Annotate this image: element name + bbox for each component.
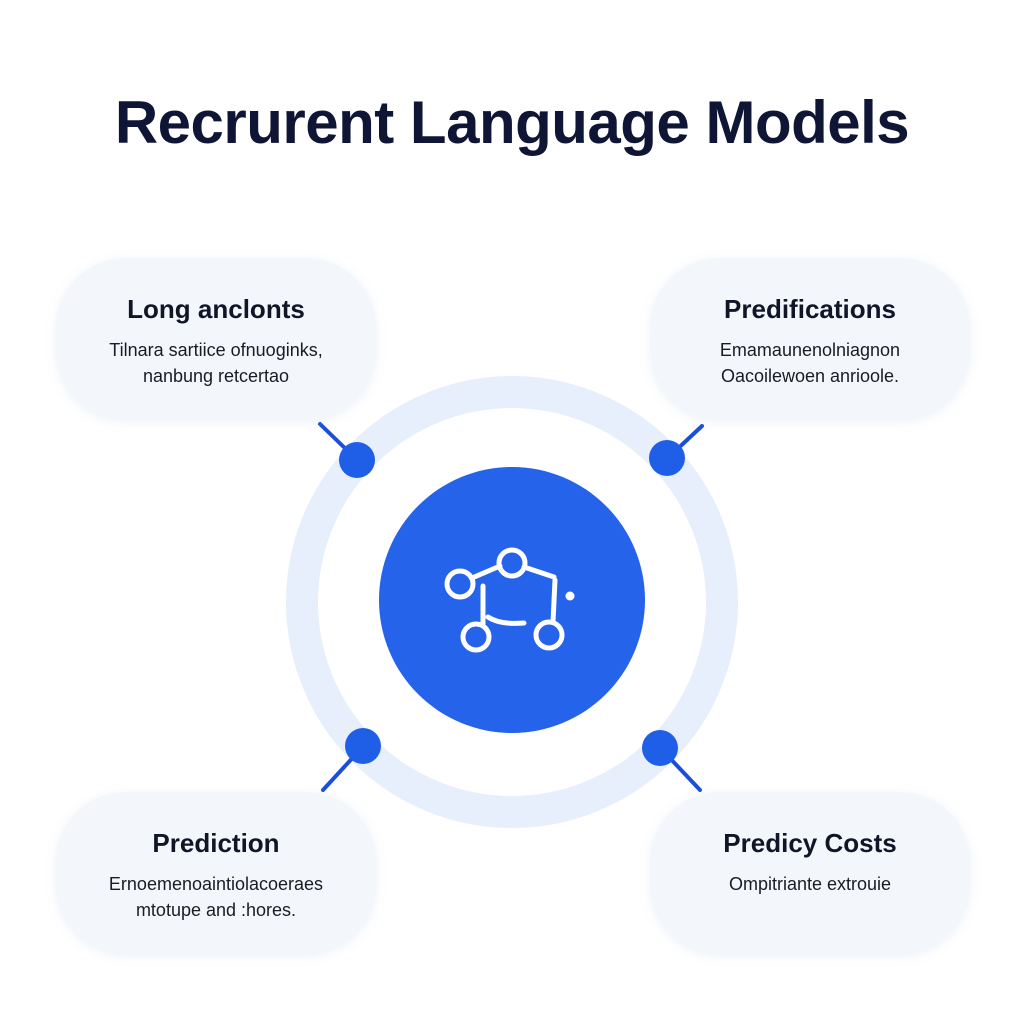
card-description: Tilnara sartiice ofnuoginks, nanbung ret… — [56, 337, 376, 389]
network-graph-icon — [444, 547, 565, 653]
card-heading: Prediction — [152, 828, 280, 858]
card-line: Ompitriante extrouie — [728, 874, 892, 894]
card-line: Ernoemenoaintiolacoeraes — [108, 874, 324, 894]
card-description: Ernoemenoaintiolacoeraes mtotupe and :ho… — [56, 871, 376, 923]
connector-top-right — [649, 424, 704, 476]
card-description: Ompitriante extrouie — [650, 871, 970, 897]
connector-top-left — [318, 422, 375, 478]
card-bottom-left: Prediction Ernoemenoaintiolacoeraes mtot… — [56, 792, 376, 954]
card-heading: Predifications — [724, 294, 896, 324]
card-bottom-right: Predicy Costs Ompitriante extrouie — [650, 792, 970, 954]
card-line: Oacoilewoen anrioole. — [720, 366, 900, 386]
card-line: nanbung retcertao — [142, 366, 290, 386]
card-top-left: Long anclonts Tilnara sartiice ofnuogink… — [56, 258, 376, 420]
card-line: Tilnara sartiice ofnuoginks, — [109, 340, 323, 360]
outer-ring — [286, 376, 738, 828]
card-description: Emamaunenolniagnon Oacoilewoen anrioole. — [650, 337, 970, 389]
card-line: mtotupe and :hores. — [135, 900, 297, 920]
card-heading: Predicy Costs — [723, 828, 897, 858]
diagram-title: Recrurent Language Models — [114, 89, 910, 156]
connector-bottom-left — [321, 728, 381, 792]
center-disc — [379, 467, 645, 733]
card-line: Emamaunenolniagnon — [719, 340, 901, 360]
icon-dot — [565, 591, 575, 601]
card-top-right: Predifications Emamaunenolniagnon Oacoil… — [650, 258, 970, 420]
card-heading: Long anclonts — [127, 294, 305, 324]
connector-bottom-right — [642, 730, 702, 792]
